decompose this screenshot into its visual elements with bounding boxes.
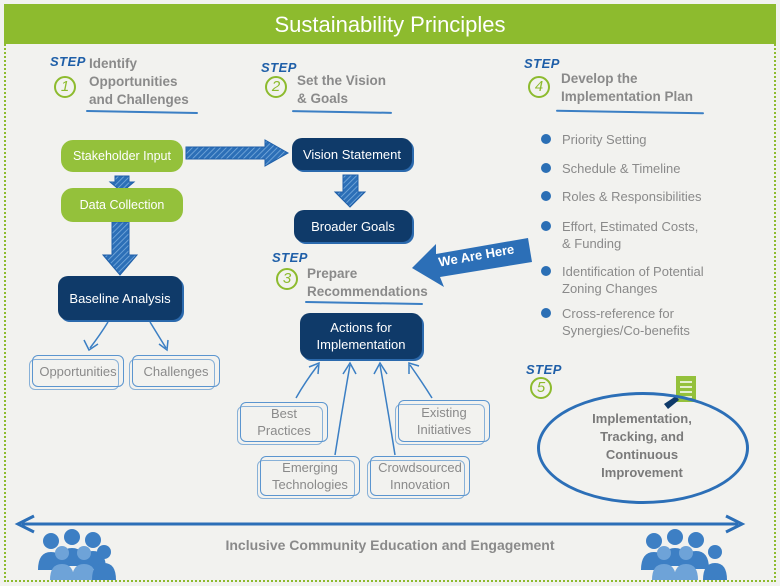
step-3-label: STEP (272, 250, 308, 265)
arrow-head-em (342, 361, 357, 375)
arrow-vision-to-goals (333, 174, 367, 208)
stakeholder-input-box: Stakeholder Input (61, 140, 183, 172)
engagement-arrow-left (14, 514, 35, 534)
plan-item-roles: Roles & Responsibilities (541, 188, 701, 205)
arrow-emerging (334, 364, 351, 456)
step-1-title: Identify Opportunities and Challenges (89, 56, 189, 107)
step-4-number: 4 (528, 76, 550, 98)
we-are-here-arrow (412, 238, 532, 287)
title-bar: Sustainability Principles (4, 4, 776, 44)
dotted-frame (4, 44, 776, 582)
arrow-stakeholder-to-vision (185, 139, 290, 167)
engagement-label: Inclusive Community Education and Engage… (225, 537, 555, 553)
bullet-icon (541, 266, 551, 276)
step-4-title: Develop the Implementation Plan (561, 71, 694, 104)
step-5-text: Implementation, Tracking, and Continuous… (592, 411, 692, 480)
arrow-best-practices (295, 364, 319, 399)
bullet-icon (541, 134, 551, 144)
step-3-title: Prepare Recommendations (307, 266, 428, 299)
step-2-title: Set the Vision & Goals (297, 73, 387, 106)
page-title: Sustainability Principles (274, 12, 506, 37)
people-group-icon-right (641, 529, 727, 580)
bullet-icon (541, 191, 551, 201)
step-1-number: 1 (54, 76, 76, 98)
arrow-head-ex (408, 361, 420, 374)
arrow-stakeholder-to-data (108, 175, 136, 193)
step-4-label: STEP (524, 56, 560, 71)
step-2-label: STEP (261, 60, 297, 75)
arrow-head-opportunities (83, 339, 99, 352)
opportunities-box: Opportunities (29, 355, 124, 390)
arrow-baseline-to-opportunities (89, 321, 109, 349)
broader-goals-box: Broader Goals (294, 210, 412, 242)
bullet-icon (541, 221, 551, 231)
arrow-data-to-baseline (101, 221, 139, 276)
challenges-box: Challenges (129, 355, 220, 390)
step-5-ellipse (537, 392, 749, 504)
people-group-icon (38, 529, 116, 580)
step-5-number: 5 (530, 377, 552, 399)
plan-item-priority: Priority Setting (541, 131, 647, 148)
plan-item-schedule: Schedule & Timeline (541, 160, 681, 177)
arrow-baseline-to-challenges (149, 321, 167, 349)
arrow-head-cr (373, 361, 388, 375)
data-collection-box: Data Collection (61, 188, 183, 222)
arrow-head-bp (308, 361, 320, 375)
step-5-label: STEP (526, 362, 562, 377)
step-3-number: 3 (276, 268, 298, 290)
arrow-existing (409, 364, 433, 399)
bullet-icon (541, 163, 551, 173)
arrow-crowdsourced (379, 364, 396, 456)
step-2-number: 2 (265, 76, 287, 98)
step-1-label: STEP (50, 54, 86, 69)
baseline-analysis-box: Baseline Analysis (58, 276, 182, 320)
vision-statement-box: Vision Statement (292, 138, 412, 170)
arrow-head-challenges (158, 339, 169, 352)
engagement-arrow-right (725, 514, 746, 534)
bullet-icon (541, 308, 551, 318)
plan-item-costs: Effort, Estimated Costs,& Funding (541, 218, 698, 252)
